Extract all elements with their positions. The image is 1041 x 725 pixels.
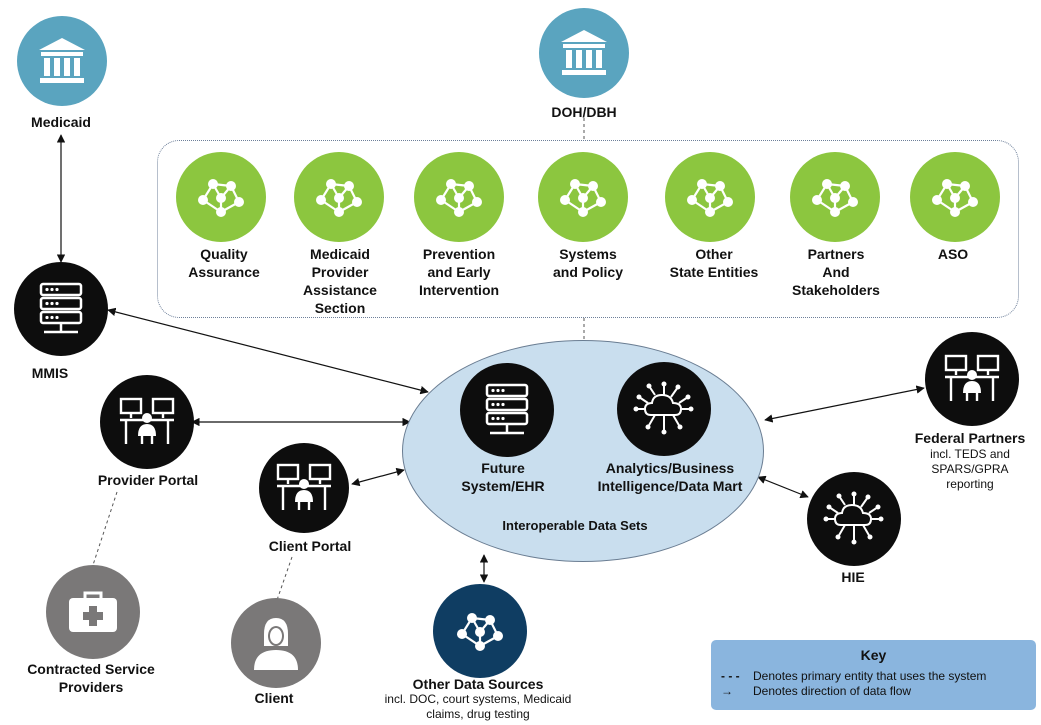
workstation-icon bbox=[118, 396, 176, 448]
client-portal-node[interactable] bbox=[259, 443, 349, 533]
doh-dbh-label: DOH/DBH bbox=[551, 104, 617, 120]
hie-node[interactable] bbox=[807, 472, 901, 566]
network-icon bbox=[807, 174, 863, 220]
federal-partners-label: Federal Partners bbox=[914, 430, 1026, 446]
systems-policy-node[interactable] bbox=[538, 152, 628, 242]
other-data-sources-label: Other Data Sources bbox=[412, 676, 544, 692]
network-icon bbox=[682, 174, 738, 220]
arrow-ellipse-federal bbox=[764, 385, 925, 423]
medicaid-provider-assistance-node[interactable] bbox=[294, 152, 384, 242]
aso-node[interactable] bbox=[910, 152, 1000, 242]
provider-portal-node[interactable] bbox=[100, 375, 194, 469]
medicaid-provider-assistance-label: Medicaid Provider Assistance Section bbox=[303, 246, 377, 316]
aso-label: ASO bbox=[937, 246, 969, 262]
dotted-line-symbol: - - - bbox=[721, 669, 740, 683]
systems-policy-label: Systems and Policy bbox=[552, 246, 624, 280]
server-icon bbox=[484, 383, 530, 437]
doh-dbh-node[interactable] bbox=[539, 8, 629, 98]
federal-partners-description: incl. TEDS and SPARS/GPRA reporting bbox=[930, 447, 1010, 491]
network-icon bbox=[193, 174, 249, 220]
future-system-label: Future System/EHR bbox=[461, 460, 545, 494]
medicaid-label: Medicaid bbox=[31, 114, 91, 130]
client-portal-label: Client Portal bbox=[268, 538, 352, 554]
contracted-providers-label: Contracted Service Providers bbox=[27, 661, 155, 695]
arrow-symbol: → bbox=[721, 684, 733, 698]
person-icon bbox=[252, 616, 300, 670]
analytics-node[interactable] bbox=[617, 362, 711, 456]
other-state-entities-node[interactable] bbox=[665, 152, 755, 242]
other-data-sources-description: incl. DOC, court systems, Medicaid claim… bbox=[384, 692, 572, 721]
arrow-ellipse-hie bbox=[757, 475, 809, 499]
legend-row-arrow: → Denotes direction of data flow bbox=[721, 684, 1026, 699]
network-icon bbox=[555, 174, 611, 220]
other-data-sources-node[interactable] bbox=[433, 584, 527, 678]
legend-key: Key - - - Denotes primary entity that us… bbox=[711, 640, 1036, 710]
cloud-network-icon bbox=[823, 491, 885, 547]
server-icon bbox=[38, 282, 84, 336]
network-icon bbox=[452, 608, 508, 654]
legend-title: Key bbox=[860, 647, 887, 663]
interoperable-data-label: Interoperable Data Sets bbox=[502, 518, 648, 533]
prevention-early-intervention-node[interactable] bbox=[414, 152, 504, 242]
quality-assurance-node[interactable] bbox=[176, 152, 266, 242]
arrow-clientportal-ellipse bbox=[351, 467, 405, 487]
client-node[interactable] bbox=[231, 598, 321, 688]
contracted-providers-node[interactable] bbox=[46, 565, 140, 659]
legend-row-dotted: - - - Denotes primary entity that uses t… bbox=[721, 669, 1026, 684]
network-icon bbox=[927, 174, 983, 220]
medical-kit-icon bbox=[67, 590, 119, 634]
arrow-mmis-ellipse bbox=[107, 307, 429, 395]
dotted-provider-contracted bbox=[92, 491, 118, 566]
client-label: Client bbox=[254, 690, 294, 706]
federal-partners-node[interactable] bbox=[925, 332, 1019, 426]
future-system-node[interactable] bbox=[460, 363, 554, 457]
other-state-entities-label: Other State Entities bbox=[669, 246, 759, 280]
interoperable-data-ellipse bbox=[402, 340, 764, 562]
workstation-icon bbox=[275, 462, 333, 514]
state-entities-group bbox=[157, 140, 1019, 318]
partners-stakeholders-node[interactable] bbox=[790, 152, 880, 242]
government-building-icon bbox=[35, 36, 89, 86]
cloud-network-icon bbox=[633, 381, 695, 437]
quality-assurance-label: Quality Assurance bbox=[188, 246, 260, 280]
provider-portal-label: Provider Portal bbox=[97, 472, 199, 488]
analytics-label: Analytics/Business Intelligence/Data Mar… bbox=[597, 460, 743, 494]
prevention-early-intervention-label: Prevention and Early Intervention bbox=[418, 246, 500, 298]
dotted-clientportal-client bbox=[276, 556, 293, 601]
legend-dotted-text: Denotes primary entity that uses the sys… bbox=[753, 669, 987, 683]
workstation-icon bbox=[943, 353, 1001, 405]
mmis-label: MMIS bbox=[31, 365, 69, 381]
government-building-icon bbox=[557, 28, 611, 78]
legend-arrow-text: Denotes direction of data flow bbox=[753, 684, 912, 698]
hie-label: HIE bbox=[841, 569, 865, 585]
network-icon bbox=[311, 174, 367, 220]
partners-stakeholders-label: Partners And Stakeholders bbox=[792, 246, 880, 298]
mmis-node[interactable] bbox=[14, 262, 108, 356]
medicaid-node[interactable] bbox=[17, 16, 107, 106]
network-icon bbox=[431, 174, 487, 220]
